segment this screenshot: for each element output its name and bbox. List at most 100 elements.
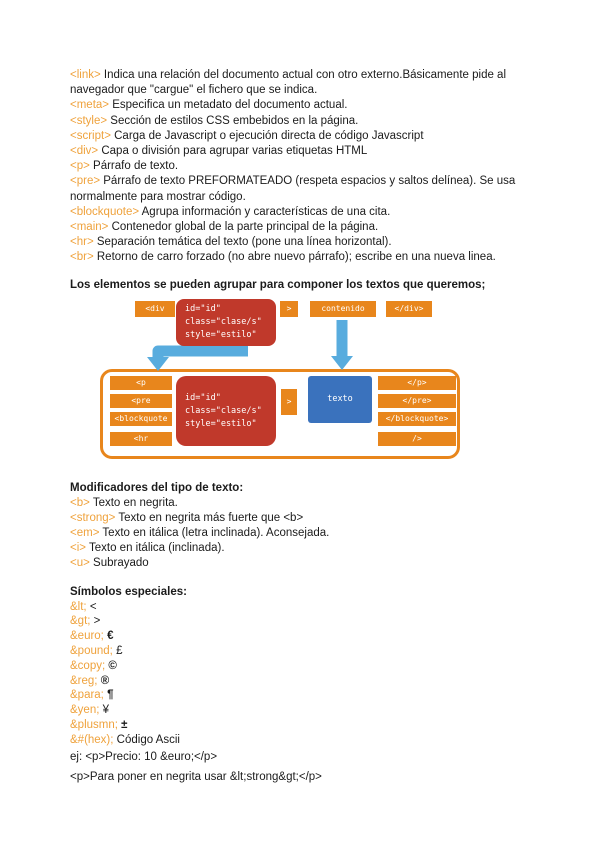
tag-line: <link> Indica una relación del documento… xyxy=(70,68,522,98)
tag-line: <script> Carga de Javascript o ejecución… xyxy=(70,129,522,144)
modifiers-heading: Modificadores del tipo de texto: xyxy=(70,481,244,494)
diagram-selfclose-box: /> xyxy=(378,431,456,446)
symbol-glyph: ¶ xyxy=(107,689,114,702)
tag-description: Agrupa información y características de … xyxy=(141,205,391,218)
tag-name: <strong> xyxy=(70,511,116,524)
tag-name: <p> xyxy=(70,160,90,173)
tag-name: <u> xyxy=(70,557,90,570)
tag-line: <blockquote> Agrupa información y caract… xyxy=(70,205,522,220)
tag-anatomy-diagram: <div id="id" class="clase/s" style="esti… xyxy=(70,298,522,467)
tag-line: <main> Contenedor global de la parte pri… xyxy=(70,220,522,235)
symbol-line: &plusmn; ± xyxy=(70,718,522,733)
entity-name: &plusmn; xyxy=(70,719,118,732)
entity-name: &lt; xyxy=(70,600,87,613)
diagram-hr-open-box: <hr xyxy=(110,431,172,446)
diagram-attrs-box-top: id="id" class="clase/s" style="estilo" xyxy=(176,298,276,346)
diagram-pre-close-box: </pre> xyxy=(378,393,456,408)
tag-description: Carga de Javascript o ejecución directa … xyxy=(114,129,424,142)
diagram-content-box: contenido xyxy=(310,300,376,317)
symbol-line: &yen; ¥ xyxy=(70,703,522,718)
symbol-line: &pound; £ xyxy=(70,644,522,659)
tag-name: <script> xyxy=(70,129,111,142)
elbow-arrow-head xyxy=(147,356,169,371)
attr-class: class="clase/s" xyxy=(185,405,262,416)
attr-class: class="clase/s" xyxy=(185,317,262,328)
tag-description: Especifica un metadato del documento act… xyxy=(112,99,348,112)
symbol-glyph: > xyxy=(93,615,101,628)
tag-description: Párrafo de texto. xyxy=(93,160,179,173)
attr-id: id="id" xyxy=(185,304,221,315)
modifier-description: Subrayado xyxy=(93,557,149,570)
tag-name: <em> xyxy=(70,527,100,540)
modifier-line: <u> Subrayado xyxy=(70,556,522,571)
tag-description: Indica una relación del documento actual… xyxy=(70,69,507,97)
symbol-glyph: © xyxy=(108,659,117,672)
flow-arrows xyxy=(147,319,353,371)
symbol-line: &para; ¶ xyxy=(70,688,522,703)
modifier-description: Texto en negrita. xyxy=(92,496,178,509)
symbol-line: &gt; > xyxy=(70,614,522,629)
tag-line: <hr> Separación temática del texto (pone… xyxy=(70,235,522,250)
symbol-line: &euro; € xyxy=(70,629,522,644)
modifier-description: Texto en itálica (letra inclinada). Acon… xyxy=(102,527,330,540)
diagram-gt-box-bottom: > xyxy=(281,388,297,415)
tag-description: Capa o división para agrupar varias etiq… xyxy=(101,145,368,158)
entity-name: &gt; xyxy=(70,615,91,628)
group-heading: Los elementos se pueden agrupar para com… xyxy=(70,278,486,291)
tag-name: <pre> xyxy=(70,175,101,188)
example-line: <p>Para poner en negrita usar &lt;strong… xyxy=(70,770,322,783)
tag-description: Sección de estilos CSS embebidos en la p… xyxy=(110,114,359,127)
diagram-div-close-box: </div> xyxy=(386,300,432,317)
diagram-blockquote-close-box: </blockquote> xyxy=(378,411,456,426)
entity-name: &copy; xyxy=(70,659,106,672)
symbol-glyph: € xyxy=(107,630,114,643)
attr-style: style="estilo" xyxy=(185,418,257,429)
symbol-glyph: Código Ascii xyxy=(116,733,180,746)
symbol-glyph: ® xyxy=(100,674,110,687)
diagram-gt-box-top: > xyxy=(280,300,298,317)
diagram-group-container xyxy=(100,368,460,459)
tag-line: <div> Capa o división para agrupar varia… xyxy=(70,144,522,159)
entity-name: &para; xyxy=(70,689,104,702)
symbol-glyph: ¥ xyxy=(102,704,110,717)
attr-style: style="estilo" xyxy=(185,330,257,341)
modifier-line: <b> Texto en negrita. xyxy=(70,496,522,511)
tag-description: Separación temática del texto (pone una … xyxy=(96,236,392,249)
modifier-description: Texto en negrita más fuerte que <b> xyxy=(118,511,304,524)
attr-id: id="id" xyxy=(185,392,221,403)
document-page: <link> Indica una relación del documento… xyxy=(70,68,522,783)
symbol-line: &lt; < xyxy=(70,600,522,615)
tag-line: <pre> Párrafo de texto PREFORMATEADO (re… xyxy=(70,174,522,204)
tag-name: <main> xyxy=(70,221,109,234)
entity-name: &#(hex); xyxy=(70,733,114,746)
symbols-list: &lt; < &gt; > &euro; € &pound; £ &copy; … xyxy=(70,600,522,748)
entity-name: &euro; xyxy=(70,630,104,643)
modifier-line: <i> Texto en itálica (inclinada). xyxy=(70,541,522,556)
example-line: ej: <p>Precio: 10 &euro;</p> xyxy=(70,750,218,763)
tag-description: Párrafo de texto PREFORMATEADO (respeta … xyxy=(70,175,516,203)
entity-name: &reg; xyxy=(70,674,98,687)
drop-arrow-head xyxy=(331,355,353,370)
entity-name: &yen; xyxy=(70,704,100,717)
diagram-p-open-box: <p xyxy=(110,375,172,390)
tag-name: <div> xyxy=(70,145,99,158)
symbol-line: &copy; © xyxy=(70,659,522,674)
modifier-line: <em> Texto en itálica (letra inclinada).… xyxy=(70,526,522,541)
tag-name: <style> xyxy=(70,114,108,127)
symbol-glyph: ± xyxy=(121,719,128,732)
diagram-div-open-box: <div xyxy=(135,300,175,317)
tag-name: <blockquote> xyxy=(70,205,140,218)
tag-name: <meta> xyxy=(70,99,109,112)
tag-name: <b> xyxy=(70,496,90,509)
symbol-glyph: < xyxy=(89,600,97,613)
tag-line: <meta> Especifica un metadato del docume… xyxy=(70,98,522,113)
tag-name: <hr> xyxy=(70,236,94,249)
tag-name: <i> xyxy=(70,542,86,555)
modifier-description: Texto en itálica (inclinada). xyxy=(89,542,225,555)
tag-description-list: <link> Indica una relación del documento… xyxy=(70,68,522,266)
elbow-arrow-shaft xyxy=(152,345,248,357)
tag-description: Contenedor global de la parte principal … xyxy=(111,221,379,234)
diagram-blockquote-open-box: <blockquote xyxy=(110,411,172,426)
diagram-p-close-box: </p> xyxy=(378,375,456,390)
symbol-line: &reg; ® xyxy=(70,674,522,689)
